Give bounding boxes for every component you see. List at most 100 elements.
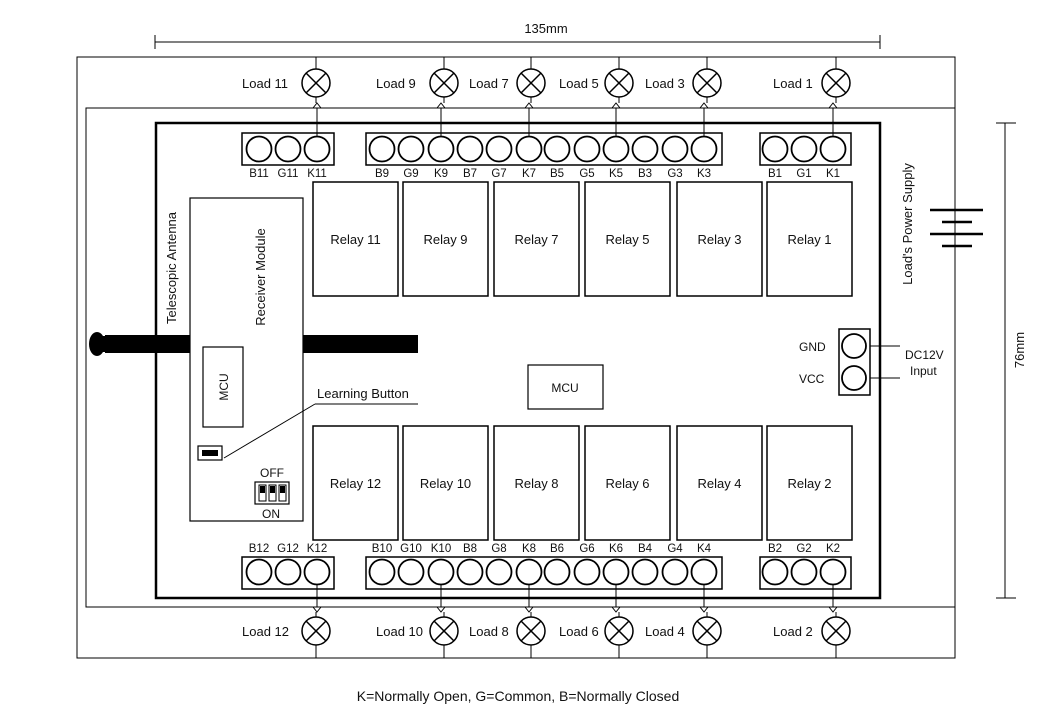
top-load-label: Load 5 [559,76,599,91]
top-terminal[interactable] [397,135,425,163]
bottom-load-label: Load 8 [469,624,509,639]
bottom-terminal[interactable] [661,558,689,586]
top-terminal[interactable] [761,135,789,163]
top-terminal[interactable] [303,135,331,163]
top-load-label: Load 1 [773,76,813,91]
top-pin-label: B11 [249,168,269,180]
bottom-terminal[interactable] [690,558,718,586]
top-terminal[interactable] [485,135,513,163]
top-terminal[interactable] [427,135,455,163]
bottom-terminal[interactable] [485,558,513,586]
top-terminal[interactable] [790,135,818,163]
receiver-mcu [202,346,244,428]
wire-hop [828,102,838,109]
top-terminal[interactable] [274,135,302,163]
top-relay [766,181,853,297]
top-relay [493,181,580,297]
bottom-relay [312,425,399,541]
bottom-terminal[interactable] [303,558,331,586]
bottom-terminal[interactable] [456,558,484,586]
top-terminal[interactable] [245,135,273,163]
legend-text: K=Normally Open, G=Common, B=Normally Cl… [357,688,680,704]
dip-switch[interactable] [254,481,290,505]
bottom-pin-label: B2 [768,543,782,555]
top-terminal[interactable] [690,135,718,163]
top-terminal[interactable] [543,135,571,163]
bottom-load-label: Load 2 [773,624,813,639]
bottom-terminal[interactable] [245,558,273,586]
wire-hop [436,606,446,613]
top-pin-label: K1 [826,168,840,180]
gnd-terminal[interactable] [841,333,867,359]
vcc-terminal[interactable] [841,365,867,391]
bottom-terminal[interactable] [602,558,630,586]
bottom-terminal[interactable] [397,558,425,586]
bottom-relay [584,425,671,541]
top-pin-label: K7 [522,168,536,180]
top-load-label: Load 9 [376,76,416,91]
top-relay-label: Relay 5 [605,232,649,247]
top-terminal[interactable] [456,135,484,163]
bottom-relay [402,425,489,541]
bottom-pin-label: G4 [667,543,683,555]
top-pin-label: B1 [768,168,782,180]
top-relay-label: Relay 3 [697,232,741,247]
bottom-terminal[interactable] [790,558,818,586]
bottom-pin-label: K6 [609,543,623,555]
dc-input-label-line2: Input [910,364,937,378]
bottom-relay [676,425,763,541]
bottom-terminal[interactable] [543,558,571,586]
bottom-load-label: Load 12 [242,624,289,639]
top-terminal[interactable] [602,135,630,163]
learning-button[interactable] [197,445,223,461]
top-pin-label: G5 [579,168,594,180]
wire-hop [699,606,709,613]
bottom-pin-label: G8 [491,543,506,555]
top-terminal[interactable] [515,135,543,163]
bottom-pin-label: K4 [697,543,712,555]
load-lamp-cross [696,72,718,94]
bottom-terminal[interactable] [427,558,455,586]
top-terminal[interactable] [573,135,601,163]
bottom-terminal[interactable] [573,558,601,586]
top-terminal[interactable] [631,135,659,163]
bottom-relay-label: Relay 2 [787,476,831,491]
top-pin-label: K11 [307,168,327,180]
bottom-pin-label: B4 [638,543,653,555]
wire-hop [611,606,621,613]
top-terminal[interactable] [368,135,396,163]
bottom-pin-label: K12 [307,543,327,555]
bottom-terminal[interactable] [515,558,543,586]
top-relay-label: Relay 9 [423,232,467,247]
top-relay-label: Relay 1 [787,232,831,247]
top-terminal[interactable] [661,135,689,163]
bottom-terminal[interactable] [761,558,789,586]
bottom-pin-label: G2 [796,543,811,555]
top-terminal[interactable] [819,135,847,163]
bottom-pin-label: B12 [249,543,269,555]
wire-hop [312,606,322,613]
bottom-terminal[interactable] [819,558,847,586]
bottom-terminal[interactable] [274,558,302,586]
wire-hop [699,102,709,109]
load-lamp-cross [305,620,327,642]
bottom-terminal[interactable] [368,558,396,586]
bottom-pin-label: K8 [522,543,536,555]
load-lamp-cross [608,620,630,642]
top-load-label: Load 7 [469,76,509,91]
bottom-terminal[interactable] [631,558,659,586]
wire-hop [524,102,534,109]
board-mcu-label: MCU [551,381,578,395]
top-pin-label: K5 [609,168,623,180]
bottom-pin-label: K2 [826,543,840,555]
wire-hop [436,102,446,109]
bottom-relay-label: Relay 8 [514,476,558,491]
top-relay [402,181,489,297]
height-dimension-label: 76mm [1012,332,1027,368]
bottom-relay-label: Relay 10 [420,476,471,491]
bottom-relay [493,425,580,541]
load-supply-label: Load's Power Supply [900,163,915,285]
top-relay-label: Relay 11 [330,232,380,247]
bottom-pin-label: B8 [463,543,477,555]
top-relay-label: Relay 7 [514,232,558,247]
